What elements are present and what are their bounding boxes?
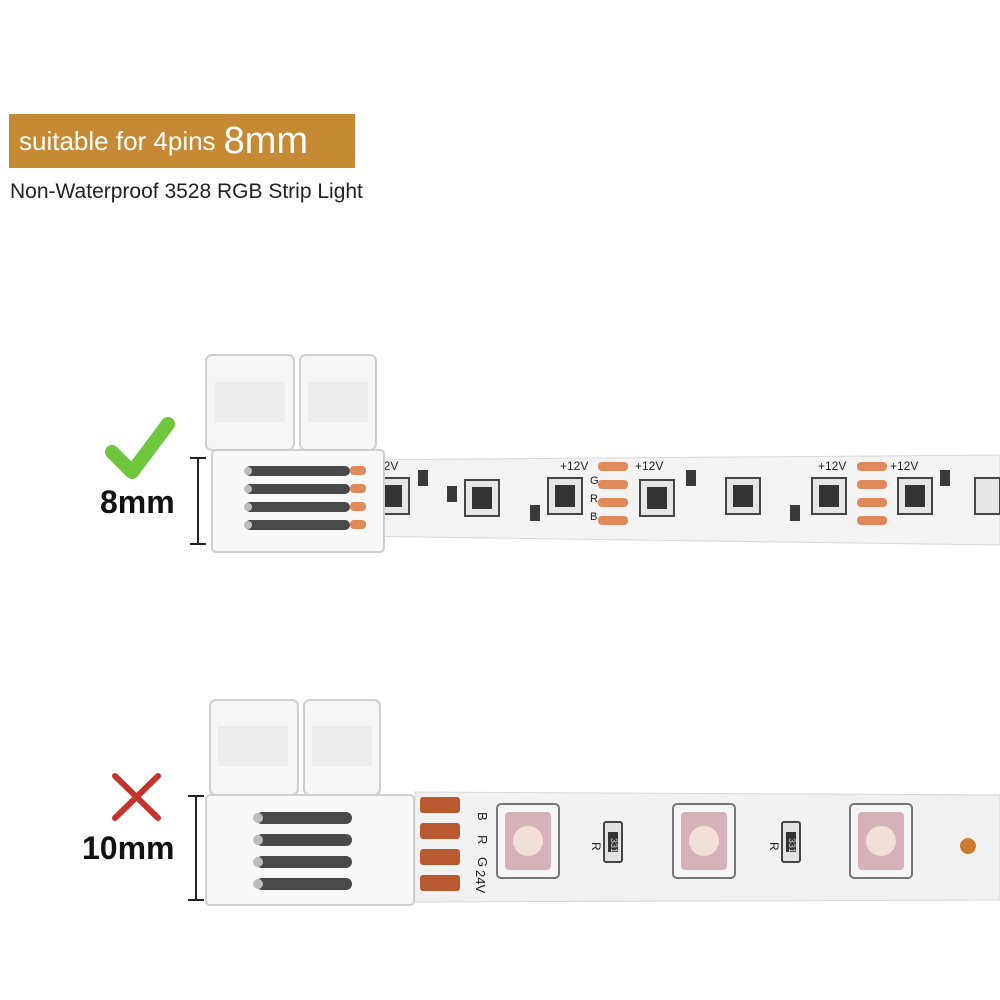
top-voltage-label-4: +12V	[818, 459, 846, 473]
bottom-led-chips	[496, 803, 913, 879]
solder-dot	[960, 838, 976, 854]
top-dimension-bracket	[190, 457, 206, 545]
badge-size: 8mm	[223, 119, 309, 162]
top-copper-pads	[598, 462, 887, 525]
pad-label-24v: 24V	[473, 870, 488, 893]
top-width-label: 8mm	[100, 484, 175, 520]
cross-icon	[112, 773, 161, 821]
check-icon	[105, 417, 175, 479]
resistor-code-1: 331	[609, 838, 619, 853]
bottom-led-strip: B R G 24V R R 331 331	[414, 791, 1000, 903]
resistor-code-2: 331	[787, 838, 797, 853]
bottom-connector	[205, 699, 415, 906]
resistor-label-1: R	[589, 842, 603, 851]
top-pin-r: R	[590, 493, 598, 505]
top-voltage-label-3: +12V	[635, 459, 663, 473]
top-voltage-label-2: +12V	[560, 459, 588, 473]
resistor-label-2: R	[767, 842, 781, 851]
pad-label-g: G	[475, 857, 490, 867]
product-subtitle: Non-Waterproof 3528 RGB Strip Light	[10, 180, 363, 203]
top-connector-contacts	[350, 466, 366, 529]
pad-label-r: R	[475, 835, 490, 844]
badge-prefix: suitable for 4pins	[19, 125, 216, 156]
header-badge: suitable for 4pins 8mm	[9, 114, 355, 168]
bottom-copper-pads	[420, 797, 460, 891]
top-pin-b: B	[590, 511, 597, 523]
top-connector-pins	[244, 466, 350, 530]
bottom-connector-pins	[253, 812, 352, 890]
top-connector	[205, 354, 385, 553]
top-led-strip: +12V +12V +12V +12V +12V G R B	[344, 454, 1000, 546]
bottom-dimension-bracket	[188, 795, 204, 901]
pad-label-b: B	[475, 812, 490, 821]
top-voltage-label-5: +12V	[890, 459, 918, 473]
bottom-resistors	[603, 821, 801, 863]
top-pin-g: G	[590, 475, 599, 487]
top-resistors	[418, 470, 950, 521]
bottom-width-label: 10mm	[82, 830, 175, 866]
